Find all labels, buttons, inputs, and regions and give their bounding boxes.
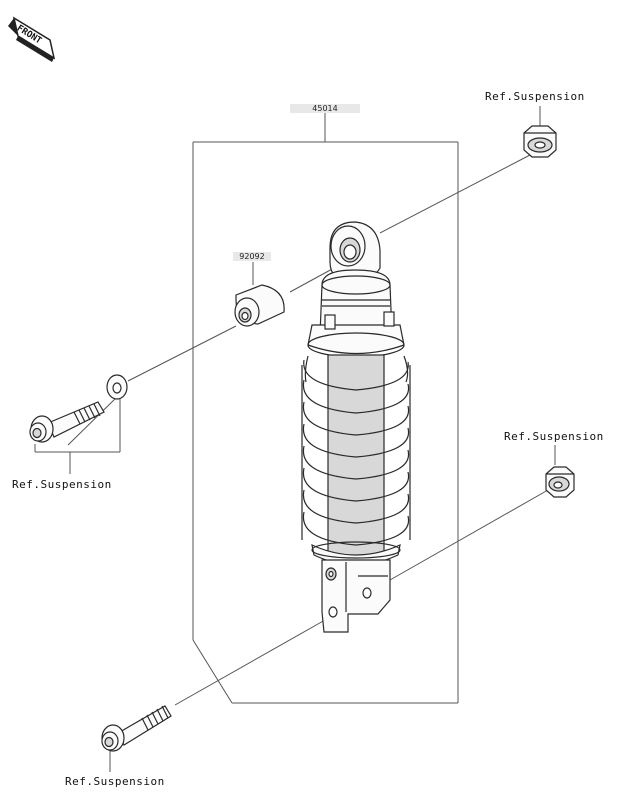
ref-suspension-mid-right[interactable]: Ref.Suspension: [504, 430, 604, 443]
part-number-92092[interactable]: 92092: [233, 252, 271, 261]
ref-suspension-left-bolt[interactable]: Ref.Suspension: [12, 478, 112, 491]
ref-suspension-bottom-bolt[interactable]: Ref.Suspension: [65, 775, 165, 788]
part-number-45014[interactable]: 45014: [290, 104, 360, 113]
top-nut-icon: [523, 125, 557, 158]
leader-lines: [34, 106, 556, 772]
bottom-bolt-icon: [101, 705, 172, 752]
bushing-icon: [234, 284, 285, 327]
washer-icon: [106, 374, 128, 400]
left-bolt-icon: [29, 401, 105, 443]
front-arrow-icon: FRONT: [8, 16, 56, 62]
lower-nut-icon: [545, 466, 575, 498]
shock-absorber-icon: [301, 221, 411, 633]
ref-suspension-top-right[interactable]: Ref.Suspension: [485, 90, 585, 103]
assembly-bracket: [192, 113, 459, 704]
